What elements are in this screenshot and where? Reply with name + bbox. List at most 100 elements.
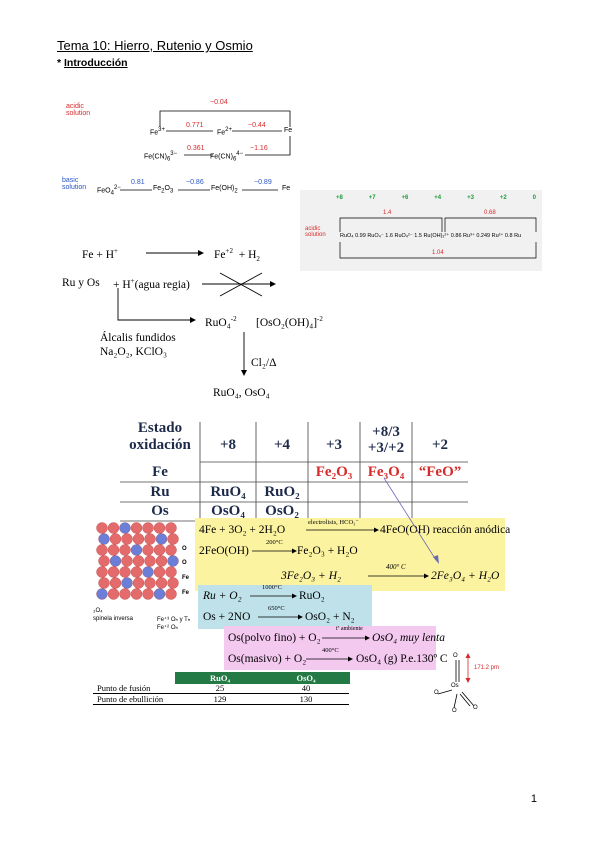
spinel-caption-fe3: Fe⁺³ Oₕ y Tₕ <box>157 617 191 623</box>
spinel-caption-fe2: Fe⁺² Oₕ <box>157 625 178 631</box>
eq6-left: Os(polvo fino) + O₂ <box>228 632 321 644</box>
eq5-condition: 650°C <box>268 605 285 612</box>
fe-acid-reaction-left: Fe + H+ <box>82 247 118 261</box>
eq2-condition: 200°C <box>266 539 283 546</box>
cell-fe3o4: Fe₃O₄ <box>367 464 405 480</box>
b-fe-species: Fe <box>282 185 291 192</box>
props-row-value: 130 <box>299 694 313 704</box>
eq5-right: OsO₂ + N₂ <box>305 611 355 623</box>
fecn-v: 0.361 <box>187 145 205 152</box>
props-row-value: 129 <box>213 694 227 704</box>
b-fe2o3-species: Fe2O3 <box>153 185 174 195</box>
eq7-right: OsO₄ (g) P.e.130º C <box>356 653 448 665</box>
eq1-left: 4Fe + 3O₂ + 2H₂O <box>199 524 286 536</box>
b-feo4-species: FeO42− <box>97 185 121 197</box>
b-v3: −0.89 <box>254 179 272 186</box>
fecn-loop-value: −1.16 <box>250 145 268 152</box>
eq4-right: RuO₂ <box>299 590 325 602</box>
fe-v1: 0.771 <box>186 122 204 129</box>
oso4-o-left: O <box>434 690 439 696</box>
ru-os-scheme-lines <box>117 272 276 376</box>
cell-ruo2: RuO₂ <box>264 484 300 500</box>
eq5-left: Os + 2NO <box>203 611 251 623</box>
eq6-right: OsO₄ muy lenta <box>372 632 445 644</box>
product-oso2oh4: [OsO₂(OH)₄]-2 <box>256 315 323 329</box>
fe-latimer-lines <box>159 110 291 156</box>
spinel-lattice-image <box>96 522 179 600</box>
cl2-condition: Cl₂/Δ <box>251 357 277 369</box>
page-number: 1 <box>530 793 537 805</box>
agua-regia-label: + H+(agua regia) <box>113 277 190 291</box>
ru-latimer-lines <box>339 217 537 259</box>
fe3-species: Fe3+ <box>150 127 166 137</box>
spinel-label-o1: O <box>182 546 187 552</box>
cell-oso4: OsO₄ <box>211 503 245 519</box>
props-row-value: 40 <box>301 683 311 693</box>
eq2-right: Fe₂O₃ + H₂O <box>297 545 358 557</box>
props-row-label: Punto de ebullición <box>97 694 164 704</box>
eq7-condition: 400°C <box>322 647 339 654</box>
oso4-o-top: O <box>453 653 458 659</box>
props-header-blank <box>93 673 177 683</box>
b-feoh2-species: Fe(OH)2 <box>211 185 238 195</box>
props-row-value: 25 <box>215 683 225 693</box>
col-plus8: +8 <box>219 437 237 453</box>
oso4-structure-lines <box>437 653 475 709</box>
spinel-caption-formula: ₃O₄ <box>93 608 103 614</box>
fe2-species: Fe2+ <box>217 127 233 137</box>
cell-feo: “FeO” <box>418 464 462 480</box>
eq6-condition: tª ambiente <box>336 626 363 632</box>
ru-v-top1: 1.4 <box>383 210 392 216</box>
fe-acid-reaction-right: Fe+2 + H2 <box>214 247 260 264</box>
ru-v-bottom: 1.04 <box>432 250 444 256</box>
ru-v-top2: 0.68 <box>484 210 496 216</box>
col-plus3: +3 <box>325 437 343 453</box>
bullet: * <box>57 57 62 69</box>
oso4-os: Os <box>451 683 459 689</box>
eq1-condition: electrolisis, HCO₃⁻ <box>308 519 359 526</box>
fecn6-4-species: Fe(CN)64− <box>210 151 244 163</box>
fe-top-value: −0.04 <box>210 99 228 106</box>
b-v1: 0.81 <box>131 179 145 186</box>
eq1-right: 4FeO(OH) reacción anódica <box>380 524 511 536</box>
cell-ruo4: RuO₄ <box>210 484 246 500</box>
ru-species-line: RuO₄ 0.99 RuO₄⁻ 1.6 RuO₄²⁻ 1.5 Ru(OH)₂²⁺… <box>340 233 522 239</box>
fe-basic-lines <box>120 189 278 191</box>
os-equations-box <box>224 626 436 670</box>
eq4-left: Ru + O₂ <box>203 590 242 602</box>
final-products: RuO₄, OsO₄ <box>213 387 270 399</box>
section-title: Introducción <box>64 57 128 69</box>
props-header-ruo4: RuO₄ <box>209 673 231 683</box>
ru-os-label: Ru y Os <box>62 277 100 289</box>
eq3-left: 3Fe₂O₃ + H₂ <box>281 570 341 582</box>
eq3-condition: 400° C <box>386 563 406 571</box>
row-os-label: Os <box>151 503 169 519</box>
spinel-label-fe2: Fe <box>182 590 190 596</box>
section-heading: * Introducción <box>57 57 128 69</box>
oso4-bond-length: 171.2 pm <box>474 665 500 671</box>
spinel-label-o2: O <box>182 560 187 566</box>
eq3-right: 2Fe₃O₄ + H₂O <box>431 570 500 582</box>
product-ruo4: RuO₄-2 <box>205 315 237 329</box>
row-fe-label: Fe <box>152 464 168 480</box>
props-header-bar <box>175 672 350 684</box>
oso4-o-bottom: O <box>452 708 457 714</box>
fecn6-3-species: Fe(CN)63− <box>144 151 178 163</box>
spinel-caption-name: spinela inversa <box>93 616 134 622</box>
fe-acid-arrow <box>146 250 204 256</box>
props-row-label: Punto de fusión <box>97 683 151 693</box>
cell-fe2o3: Fe₂O₃ <box>315 464 353 480</box>
page-title: Tema 10: Hierro, Rutenio y Osmio <box>57 38 253 53</box>
row-ru-label: Ru <box>150 484 170 500</box>
eq2-left: 2FeO(OH) <box>199 545 249 557</box>
cell-oso2: OsO₂ <box>265 503 299 519</box>
eq7-left: Os(masivo) + O₂ <box>228 653 307 665</box>
col-plus4: +4 <box>273 437 291 453</box>
props-table: RuO₄ OsO₄ Punto de fusión 25 40 Punto de… <box>93 673 349 705</box>
